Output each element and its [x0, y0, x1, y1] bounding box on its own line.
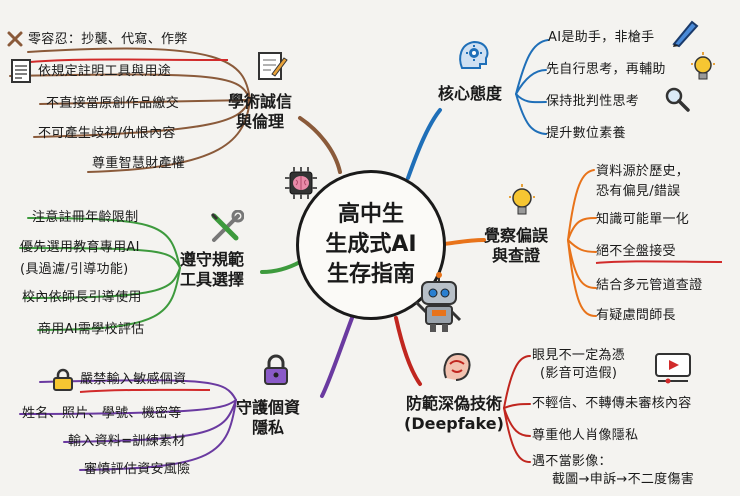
bias-item-2: 知識可能單一化 — [596, 212, 690, 227]
lightbulb-icon — [691, 52, 715, 80]
bias-item-5: 有疑慮問師長 — [596, 308, 676, 323]
brain-gear-icon — [459, 40, 489, 69]
academic-item-1: 零容忍：抄襲、代寫、作弊 — [28, 32, 188, 47]
privacy-item-2: 姓名、照片、學號、機密等 — [22, 406, 182, 421]
bias-branch-title: 覺察偏誤 與查證 — [484, 226, 549, 265]
robot-icon — [414, 272, 462, 332]
bias-item-4: 結合多元管道查證 — [596, 278, 703, 293]
video-play-icon — [655, 353, 691, 384]
center-title-line2: 生成式AI — [325, 232, 417, 257]
compliance-item-1: 注意註冊年齡限制 — [32, 210, 139, 225]
pen-paper-icon — [258, 52, 288, 80]
academic-item-5: 尊重智慧財產權 — [92, 156, 186, 171]
attitude-item-1: AI是助手，非槍手 — [548, 30, 655, 45]
magnifier-icon — [665, 87, 690, 112]
academic-item-4: 不可產生歧視/仇恨內容 — [38, 126, 176, 141]
bias-item-1b: 恐有偏見/錯誤 — [596, 184, 681, 199]
document-icon — [11, 59, 31, 83]
padlock-icon — [53, 368, 73, 391]
center-title-line3: 生存指南 — [326, 262, 415, 287]
compliance-item-2: 優先選用教育專用AI — [20, 240, 140, 255]
lightbulb-icon — [509, 184, 535, 215]
academic-item-3: 不直接當原創作品繳交 — [46, 96, 180, 111]
privacy-branch-title: 守護個資 隱私 — [236, 398, 301, 437]
compliance-item-5: 商用AI需學校評估 — [38, 322, 145, 337]
privacy-item-4: 審慎評估資安風險 — [84, 462, 191, 477]
bias-item-1a: 資料源於歷史， — [596, 164, 690, 179]
pen-icon — [672, 20, 699, 48]
brain-chip-icon — [285, 167, 317, 199]
wrench-screwdriver-icon — [210, 210, 244, 242]
deepfake-item-1a: 眼見不一定為憑 — [532, 348, 626, 363]
face-scan-icon — [443, 352, 471, 381]
privacy-item-3: 輸入資料=訓練素材 — [68, 434, 186, 449]
padlock-icon — [264, 354, 288, 385]
deepfake-branch-title: 防範深偽技術 (Deepfake) — [404, 394, 504, 433]
center-title-line1: 高中生 — [337, 202, 404, 227]
academic-item-2: 依規定註明工具與用途 — [38, 64, 172, 79]
bias-item-3: 絕不全盤接受 — [596, 244, 676, 259]
deepfake-item-4a: 遇不當影像： — [532, 454, 612, 469]
deepfake-item-1b: (影音可造假) — [540, 366, 618, 381]
x-mark-icon — [7, 31, 23, 47]
academic-branch-title: 學術誠信 與倫理 — [228, 92, 293, 131]
deepfake-item-3: 尊重他人肖像隱私 — [532, 428, 639, 443]
attitude-branch-title: 核心態度 — [438, 84, 503, 103]
privacy-item-1: 嚴禁輸入敏感個資 — [80, 372, 187, 387]
attitude-item-2: 先自行思考，再輔助 — [546, 62, 666, 77]
compliance-item-3: (具過濾/引導功能) — [20, 262, 129, 277]
compliance-branch-title: 遵守規範 工具選擇 — [180, 250, 245, 289]
attitude-item-4: 提升數位素養 — [546, 126, 626, 141]
attitude-item-3: 保持批判性思考 — [546, 94, 640, 109]
deepfake-item-2: 不輕信、不轉傳未審核內容 — [532, 396, 692, 411]
deepfake-item-4b: 截圖→申訴→不二度傷害 — [552, 472, 695, 487]
compliance-item-4: 校內依師長引導使用 — [22, 290, 142, 305]
